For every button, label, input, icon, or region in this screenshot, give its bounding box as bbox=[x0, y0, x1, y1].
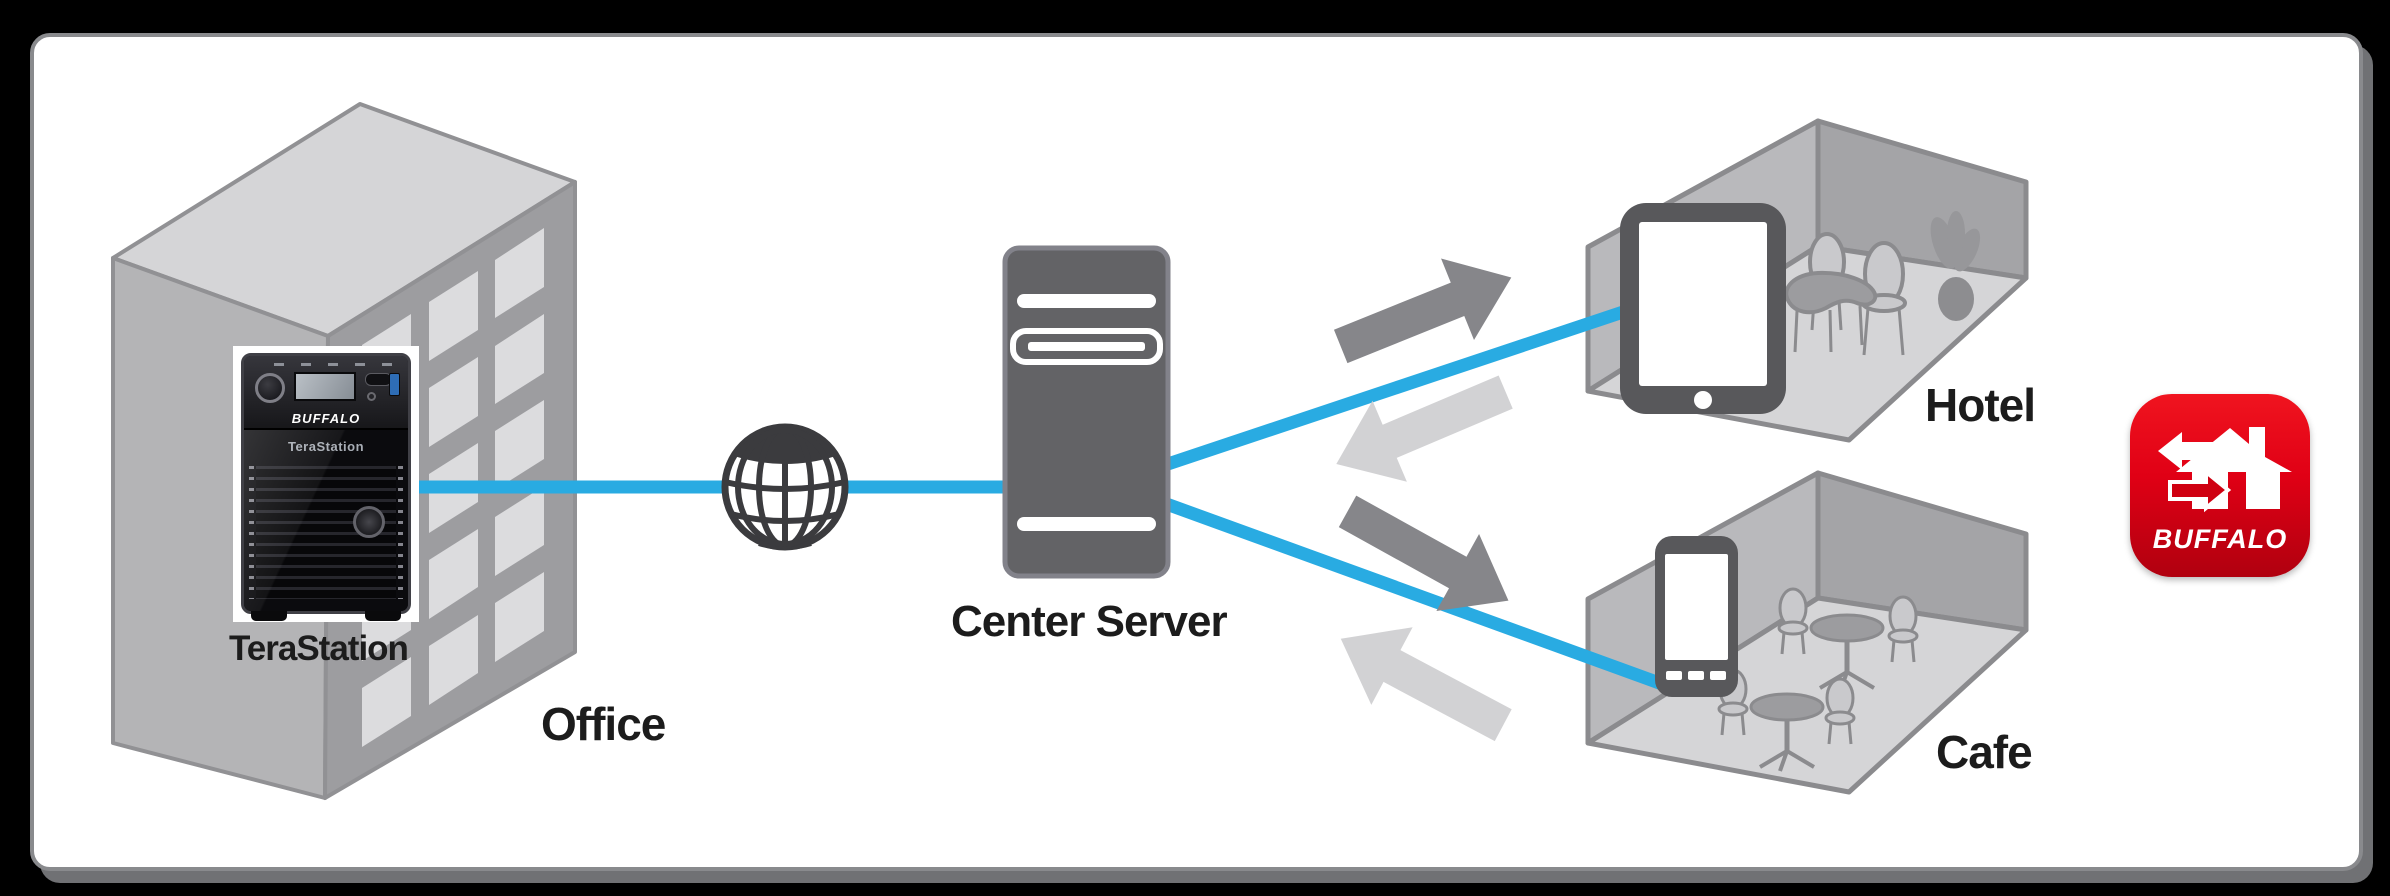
buffalo-logo-graphic bbox=[2158, 427, 2292, 513]
lcd-display bbox=[294, 372, 356, 401]
display-button bbox=[367, 392, 376, 401]
nas-led-labels bbox=[274, 363, 394, 366]
buffalo-logo-text: BUFFALO bbox=[2152, 524, 2288, 554]
usb-port-icon bbox=[389, 373, 400, 396]
terastation-label: TeraStation bbox=[229, 629, 409, 668]
nas-foot bbox=[251, 611, 287, 621]
buffalo-app-logo: BUFFALO bbox=[2130, 394, 2310, 577]
cafe-label: Cafe bbox=[1936, 726, 2033, 778]
house-body bbox=[2246, 472, 2280, 509]
terastation-nas: BUFFALO TeraStation bbox=[233, 346, 419, 622]
nas-brand-text: BUFFALO bbox=[291, 411, 361, 426]
nas-body: BUFFALO TeraStation bbox=[241, 353, 411, 614]
hotel-label: Hotel bbox=[1925, 379, 2036, 431]
function-button bbox=[365, 373, 392, 386]
nas-foot bbox=[365, 611, 401, 621]
sync-out-arrow-icon bbox=[2158, 432, 2225, 470]
door-lock-icon bbox=[353, 506, 385, 538]
nas-top-panel: BUFFALO bbox=[244, 356, 408, 430]
power-button-icon bbox=[255, 373, 285, 403]
center-server-label: Center Server bbox=[951, 597, 1228, 646]
house-roof-icon bbox=[2176, 427, 2292, 472]
nas-front-door: TeraStation bbox=[244, 430, 408, 611]
nas-model-text: TeraStation bbox=[244, 439, 408, 454]
sync-in-arrow-icon bbox=[2168, 467, 2232, 513]
nas-gloss bbox=[244, 430, 408, 611]
office-label: Office bbox=[541, 698, 666, 750]
